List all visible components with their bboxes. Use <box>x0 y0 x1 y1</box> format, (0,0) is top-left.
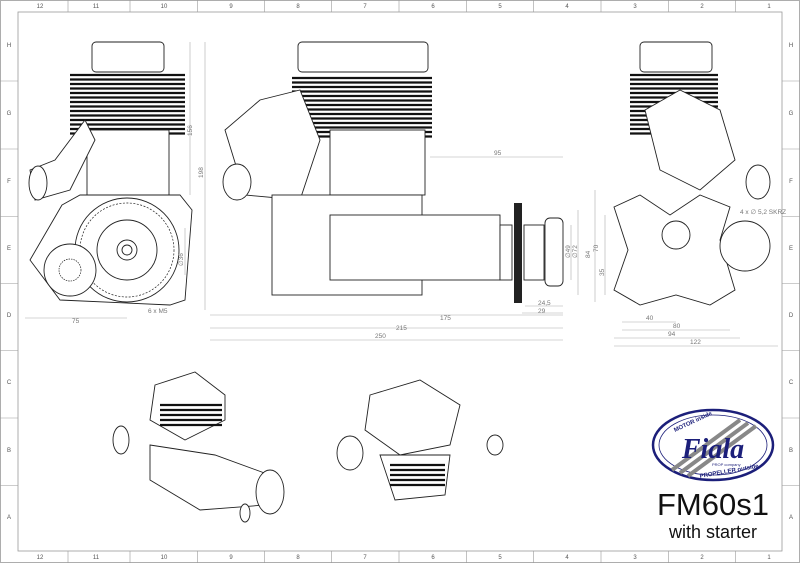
grid-column-label: 11 <box>93 555 100 561</box>
grid-column-label: 2 <box>700 4 704 10</box>
dim-4x-holes: 4 x ∅ 5,2 SKRZ <box>740 209 786 216</box>
grid-row-label: E <box>789 246 793 252</box>
dim-95: 95 <box>494 150 502 157</box>
grid-column-label: 8 <box>296 4 300 10</box>
grid-row-label: D <box>7 313 12 319</box>
rear-view-engine <box>613 41 771 306</box>
grid-column-label: 1 <box>767 4 771 10</box>
dim-215: 215 <box>396 325 407 332</box>
dim-198: 198 <box>198 167 205 178</box>
dim-94: 94 <box>668 331 676 338</box>
grid-row-label: C <box>7 380 12 386</box>
dim-84: 84 <box>585 250 592 258</box>
grid-column-label: 1 <box>767 555 771 561</box>
grid-row-label: F <box>7 179 11 185</box>
dim-75: 75 <box>72 318 80 325</box>
dim-122: 122 <box>690 339 701 346</box>
dim-36: ∅36 <box>178 253 185 266</box>
rear-view-dimensions: 4 x ∅ 5,2 SKRZ 84 70 35 40 80 94 122 <box>585 190 786 347</box>
grid-column-label: 6 <box>431 555 435 561</box>
grid-column-label: 6 <box>431 4 435 10</box>
grid-column-label: 12 <box>37 555 44 561</box>
dim-175: 175 <box>440 315 451 322</box>
grid-column-label: 2 <box>700 555 704 561</box>
grid-row-label: F <box>789 179 793 185</box>
grid-column-label: 3 <box>633 4 637 10</box>
grid-column-label: 11 <box>93 4 100 10</box>
grid-row-label: G <box>789 111 794 117</box>
grid-column-label: 10 <box>161 4 168 10</box>
grid-row-label: E <box>7 246 11 252</box>
grid-column-label: 7 <box>363 555 367 561</box>
side-view-dimensions: 95 175 215 250 24,5 29 ∅49 ∅72 <box>210 150 579 341</box>
dim-250: 250 <box>375 333 386 340</box>
dim-35: 35 <box>599 268 606 276</box>
grid-column-label: 10 <box>161 555 168 561</box>
grid-column-label: 4 <box>565 4 569 10</box>
logo-tag: PROP company <box>712 462 741 467</box>
dim-29: 29 <box>538 308 546 315</box>
model-subtitle: with starter <box>668 522 757 542</box>
grid-column-label: 5 <box>498 4 502 10</box>
grid-row-label: A <box>7 515 11 521</box>
grid-row-label: C <box>789 380 794 386</box>
dim-156: 156 <box>187 125 194 136</box>
isometric-view-front <box>112 371 285 523</box>
grid-column-label: 4 <box>565 555 569 561</box>
grid-row-label: A <box>789 515 793 521</box>
grid-column-label: 12 <box>37 4 44 10</box>
grid-row-label: B <box>7 448 11 454</box>
fiala-logo: Fiala MOTOR inside PROP company PROPELLE… <box>651 408 775 482</box>
side-view-engine <box>222 41 564 303</box>
grid-column-label: 9 <box>229 4 233 10</box>
grid-column-label: 5 <box>498 555 502 561</box>
dim-40: 40 <box>646 315 654 322</box>
grid-row-label: D <box>789 313 794 319</box>
dim-80: 80 <box>673 323 681 330</box>
dim-49: ∅49 <box>565 245 572 258</box>
grid-row-label: G <box>7 111 12 117</box>
grid-column-label: 3 <box>633 555 637 561</box>
grid-column-label: 7 <box>363 4 367 10</box>
dim-6xM5: 6 x M5 <box>148 308 168 315</box>
grid-column-label: 8 <box>296 555 300 561</box>
dim-72: ∅72 <box>572 245 579 258</box>
grid-row-label: H <box>7 43 11 49</box>
front-view-dimensions: 156 198 ∅36 6 x M5 75 <box>25 42 206 325</box>
front-view-engine <box>28 41 193 306</box>
logo-brand: Fiala <box>681 434 744 465</box>
grid-row-label: H <box>789 43 793 49</box>
isometric-view-rear <box>336 379 504 501</box>
grid-column-label: 9 <box>229 555 233 561</box>
dim-24-5: 24,5 <box>538 300 551 307</box>
model-title: FM60s1 <box>657 487 769 522</box>
dim-70: 70 <box>593 244 600 252</box>
grid-row-label: B <box>789 448 793 454</box>
